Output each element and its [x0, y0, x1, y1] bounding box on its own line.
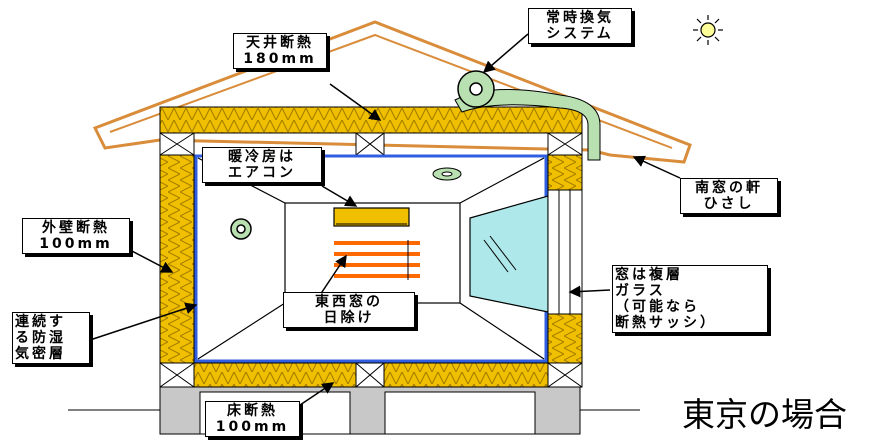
label-line: 日除け: [323, 310, 375, 326]
label-line: る防湿: [15, 330, 66, 346]
label-ventilation: 常時換気 システム: [528, 8, 632, 44]
label-south-eaves: 南窓の軒 ひさし: [680, 178, 778, 214]
label-line: 気密層: [15, 346, 66, 362]
label-line: 東西窓の: [315, 294, 383, 310]
label-line: 南窓の軒: [695, 180, 763, 196]
ac-unit: [333, 207, 410, 227]
framing-posts: [159, 132, 583, 388]
label-line: 天井断熱: [246, 35, 314, 51]
label-line: 100mm: [39, 236, 113, 252]
leader-lines: [89, 33, 681, 406]
label-air-conditioning: 暖冷房は エアコン: [202, 147, 322, 183]
label-line: 常時換気: [546, 10, 614, 26]
label-vapor-barrier: 連続す る防湿 気密層: [12, 312, 90, 364]
label-line: 連続す: [15, 314, 66, 330]
label-sun-shading: 東西窓の 日除け: [283, 292, 415, 328]
label-line: 100mm: [215, 419, 290, 435]
label-line: 180mm: [243, 51, 317, 67]
label-line: 暖冷房は: [228, 149, 296, 165]
ceiling-insulation: [159, 106, 583, 134]
sun-icon: [693, 15, 723, 45]
location-caption: 東京の場合: [682, 395, 847, 434]
label-line: ひさし: [703, 196, 755, 212]
crawl-space-2: [384, 391, 536, 435]
label-floor-insulation: 床断熱 100mm: [205, 401, 300, 437]
ventilation-duct: [454, 89, 601, 161]
left-wall-insulation: [159, 132, 195, 364]
label-line: 床断熱: [227, 403, 278, 419]
label-line: エアコン: [228, 165, 296, 181]
label-line: ガラス: [615, 283, 666, 299]
label-window: 窓は複層 ガラス （可能なら 断熱サッシ）: [612, 265, 768, 333]
label-line: 窓は複層: [615, 267, 683, 283]
label-line: 断熱サッシ）: [615, 315, 717, 331]
sun-shading-louvers: [334, 241, 420, 278]
label-line: システム: [546, 26, 614, 42]
label-line: （可能なら: [615, 299, 700, 315]
label-ceiling-insulation: 天井断熱 180mm: [233, 33, 327, 69]
label-line: 外壁断熱: [42, 220, 110, 236]
label-wall-insulation: 外壁断熱 100mm: [22, 218, 130, 254]
window-frame: [547, 189, 583, 315]
